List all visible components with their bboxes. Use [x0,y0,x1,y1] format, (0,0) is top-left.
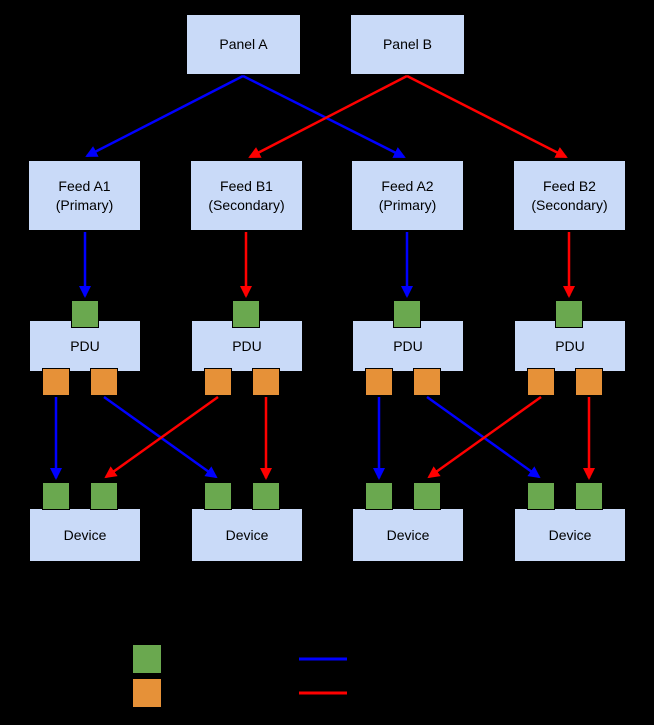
pdu-4-node: PDU [514,320,626,372]
pdu-4-output-port [575,368,603,396]
pdu-3-node: PDU [352,320,464,372]
feed-b1-role: (Secondary) [208,196,285,213]
pdu-2-input-port [232,300,260,328]
pdu-3-label: PDU [393,337,423,354]
device-4-node: Device [514,508,626,562]
device-4-input-port [527,482,555,510]
pdu-4-output-port [527,368,555,396]
device-1-input-port [42,482,70,510]
green-port-swatch [132,644,162,674]
device-4-label: Device [548,526,592,543]
feed-a1-node: Feed A1 (Primary) [28,160,141,231]
device-3-label: Device [386,526,430,543]
panel-a-node: Panel A [186,14,301,75]
feed-b2-node: Feed B2 (Secondary) [513,160,626,231]
device-2-input-port [252,482,280,510]
pdu-4-input-port [555,300,583,328]
feed-b1-node: Feed B1 (Secondary) [190,160,303,231]
feed-a1-role: (Primary) [55,196,114,213]
device-2-node: Device [191,508,303,562]
feed-a2-name: Feed A2 [381,177,434,194]
pdu-1-input-port [71,300,99,328]
panel-a-label: Panel A [219,36,268,53]
pdu-1-output-port [42,368,70,396]
pdu-3-output-port [413,368,441,396]
pdu-4-label: PDU [555,337,585,354]
secondary-path-arrow [104,395,219,479]
device-1-node: Device [29,508,141,562]
feed-b2-role: (Secondary) [531,196,608,213]
pdu-2-output-port [204,368,232,396]
secondary-path-arrow [427,395,542,479]
pdu-2-output-port [252,368,280,396]
device-1-input-port [90,482,118,510]
device-1-label: Device [63,526,107,543]
pdu-1-output-port [90,368,118,396]
pdu-2-label: PDU [232,337,262,354]
device-3-node: Device [352,508,464,562]
primary-path-arrow [85,74,244,158]
panel-b-label: Panel B [382,36,433,53]
device-2-input-port [204,482,232,510]
pdu-2-node: PDU [191,320,303,372]
pdu-3-input-port [393,300,421,328]
device-3-input-port [365,482,393,510]
pdu-1-node: PDU [29,320,141,372]
primary-path-arrow [242,74,406,159]
secondary-path-arrow [406,74,568,159]
feed-b1-name: Feed B1 [220,177,273,194]
pdu-1-label: PDU [70,337,100,354]
secondary-path-arrow [248,74,408,159]
panel-b-node: Panel B [350,14,465,75]
device-4-input-port [575,482,603,510]
pdu-3-output-port [365,368,393,396]
orange-port-swatch [132,678,162,708]
device-3-input-port [413,482,441,510]
feed-a2-node: Feed A2 (Primary) [351,160,464,231]
device-2-label: Device [225,526,269,543]
feed-a2-role: (Primary) [378,196,437,213]
feed-b2-name: Feed B2 [543,177,596,194]
feed-a1-name: Feed A1 [58,177,111,194]
